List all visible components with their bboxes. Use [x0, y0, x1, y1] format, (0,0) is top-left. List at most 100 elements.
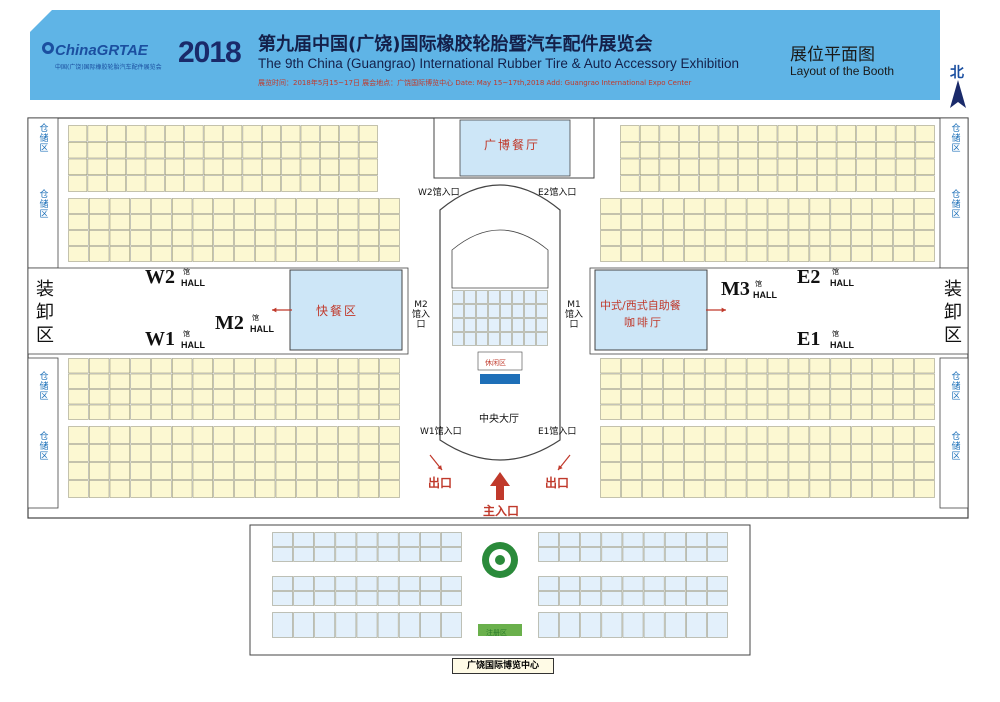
booth-e1: [914, 444, 935, 462]
booth-e1: [746, 389, 768, 405]
booth-e2: [851, 246, 872, 262]
booth-w1: [317, 373, 338, 389]
booth-e1: [642, 358, 663, 374]
booth-e2: [851, 214, 872, 230]
w2-entrance-label: W2馆入口: [418, 188, 460, 198]
booth-e2: [600, 246, 621, 262]
booth-e1: [746, 444, 768, 462]
booth-e2: [797, 125, 817, 142]
booth-w1: [151, 404, 172, 420]
booth-south: [538, 547, 559, 562]
storage-area-label: 仓储区: [39, 124, 49, 154]
logo-text: ChinaGRTAE: [55, 42, 148, 59]
booth-e2: [836, 125, 856, 142]
booth-e2: [893, 198, 914, 214]
booth-w1: [151, 358, 172, 374]
booth-w2: [192, 246, 213, 262]
booth-e1: [725, 444, 747, 462]
booth-w2: [107, 142, 126, 159]
booth-w1: [255, 462, 276, 480]
booth-e1: [914, 480, 935, 498]
storage-area-label: 仓储区: [39, 432, 49, 462]
booth-w2: [87, 125, 107, 142]
booth-w2: [339, 175, 359, 192]
booth-e2: [679, 125, 699, 142]
booth-w1: [68, 373, 89, 389]
booth-e2: [642, 198, 663, 214]
booth-w1: [109, 404, 130, 420]
central-hall-label: 中央大厅: [479, 414, 519, 425]
booth-w1: [213, 358, 234, 374]
booth-w2: [145, 125, 165, 142]
booth-w1: [89, 358, 110, 374]
booth-e1: [788, 373, 810, 389]
booth-e2: [895, 158, 916, 175]
booth-e2: [830, 214, 851, 230]
booth-south: [686, 591, 707, 606]
booth-w2: [379, 230, 400, 246]
booth-e1: [872, 480, 893, 498]
exhibition-year: 2018: [178, 36, 242, 69]
booth-e2: [725, 230, 747, 246]
hall-m2-label: M2: [215, 312, 244, 334]
booth-central: [512, 332, 524, 346]
booth-w2: [203, 175, 223, 192]
booth-w1: [151, 462, 172, 480]
storage-area-label: 仓储区: [951, 372, 961, 402]
booth-w1: [109, 444, 130, 462]
booth-w1: [130, 480, 151, 498]
booth-e1: [767, 358, 789, 374]
booth-e2: [817, 158, 837, 175]
booth-w2: [213, 214, 234, 230]
booth-e1: [704, 444, 726, 462]
booth-south: [441, 532, 462, 547]
booth-south: [622, 547, 644, 562]
booth-e1: [788, 444, 810, 462]
booth-w1: [379, 373, 400, 389]
booth-w2: [145, 158, 165, 175]
booth-w2: [379, 246, 400, 262]
booth-w2: [87, 175, 107, 192]
booth-e2: [725, 198, 747, 214]
booth-e1: [600, 480, 621, 498]
booth-central: [536, 290, 548, 304]
booth-south: [580, 576, 602, 591]
arrow-fast-food-head: [272, 307, 277, 313]
booth-e1: [684, 462, 705, 480]
booth-w1: [296, 480, 317, 498]
booth-south: [601, 532, 623, 547]
booth-e2: [895, 175, 916, 192]
booth-e2: [856, 125, 876, 142]
booth-e2: [797, 158, 817, 175]
booth-e2: [684, 214, 705, 230]
booth-w2: [165, 125, 184, 142]
booth-south: [686, 532, 707, 547]
hall-m3-label: M3: [721, 278, 750, 300]
booth-central: [464, 332, 476, 346]
booth-w1: [172, 444, 193, 462]
booth-e2: [817, 125, 837, 142]
booth-e2: [600, 230, 621, 246]
booth-w2: [296, 214, 317, 230]
booth-central: [536, 318, 548, 332]
booth-south: [293, 612, 314, 638]
booth-central: [524, 304, 536, 318]
booth-e1: [621, 389, 642, 405]
booth-w1: [275, 358, 296, 374]
booth-w1: [317, 480, 338, 498]
booth-e2: [876, 142, 896, 159]
booth-central: [536, 332, 548, 346]
hall-w1-guan: 馆: [183, 330, 190, 338]
booth-w1: [275, 426, 296, 444]
e1-entrance-label: E1馆入口: [538, 427, 577, 437]
booth-south: [707, 547, 728, 562]
booth-w2: [151, 230, 172, 246]
booth-e1: [809, 389, 831, 405]
hall-m3-hall: HALL: [753, 290, 777, 300]
booth-e2: [830, 230, 851, 246]
header-banner: [30, 10, 940, 100]
booth-central: [476, 290, 488, 304]
booth-e2: [620, 125, 640, 142]
booth-w2: [296, 198, 317, 214]
fast-food-room: [289, 269, 403, 351]
